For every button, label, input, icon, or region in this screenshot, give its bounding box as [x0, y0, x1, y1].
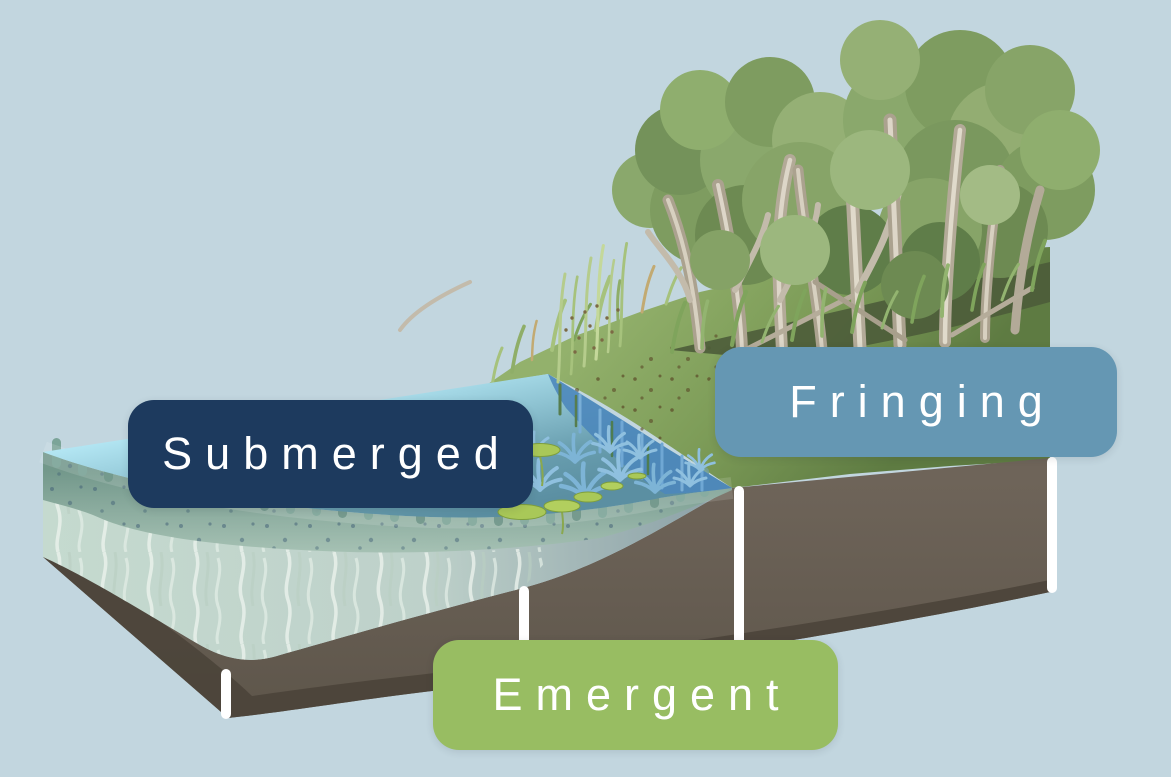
- reed-spikes: [556, 241, 629, 384]
- zone-label-emergent: Emergent: [433, 640, 838, 750]
- zone-label-fringing-text: Fringing: [789, 376, 1056, 427]
- submerged-weed-pale: [43, 500, 560, 660]
- zone-label-submerged-text: Submerged: [162, 428, 512, 479]
- zone-label-submerged: Submerged: [128, 400, 533, 508]
- soil-cross-section: [43, 458, 1050, 718]
- zone-label-emergent-text: Emergent: [492, 669, 792, 720]
- tree-foliage-front: [690, 130, 1020, 319]
- pointer-lines: [221, 457, 1057, 719]
- reed-seed-dots: [564, 304, 620, 354]
- fringing-trees: [398, 20, 1100, 360]
- zone-label-fringing: Fringing: [715, 347, 1117, 457]
